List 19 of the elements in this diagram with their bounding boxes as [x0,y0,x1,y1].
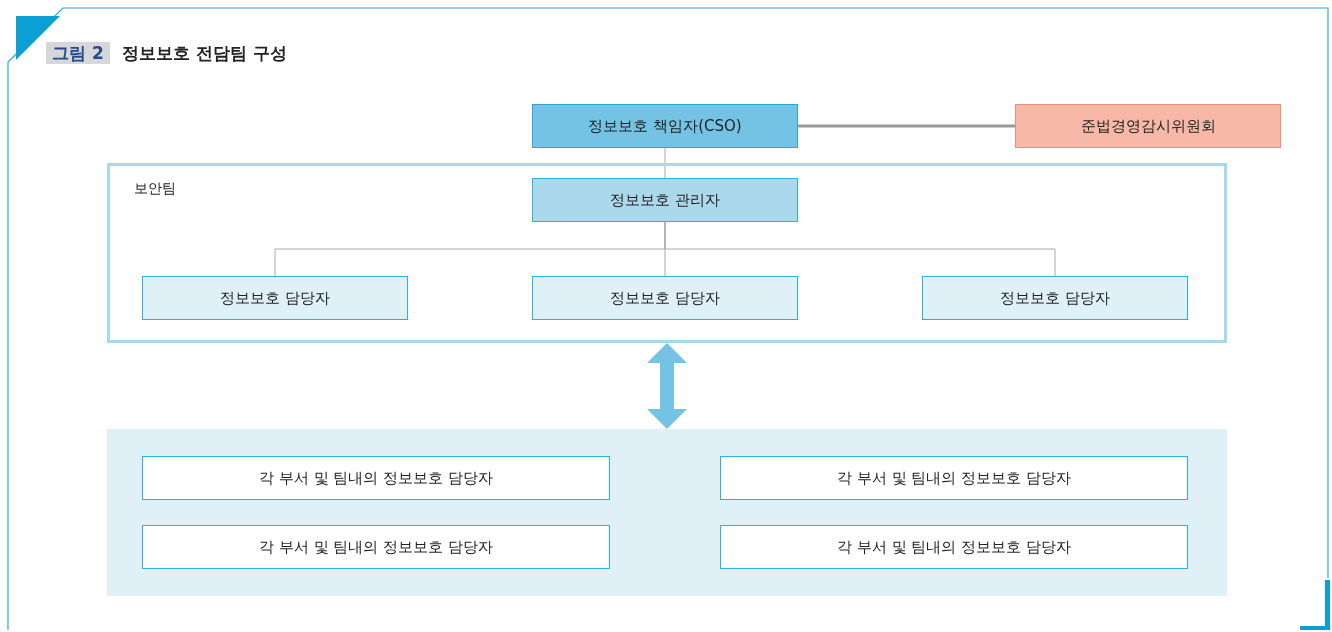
role-box: 정보보호 담당자 [142,276,408,320]
title: 정보보호 전담팀 구성 [122,42,287,64]
connector-line [798,124,1015,128]
role-box: 각 부서 및 팀내의 정보보호 담당자 [720,525,1188,569]
role-box: 각 부서 및 팀내의 정보보호 담당자 [142,456,610,500]
figure-number: 그림 2 [46,42,110,64]
role-box: 정보보호 책임자(CSO) [532,104,798,148]
connector-line [664,147,666,179]
role-box: 각 부서 및 팀내의 정보보호 담당자 [142,525,610,569]
connector-line [664,221,1056,277]
double-arrow [647,343,687,429]
committee-box: 준법경영감시위원회 [1015,104,1281,148]
role-box: 정보보호 담당자 [532,276,798,320]
team-group-box [107,163,1227,343]
role-box: 각 부서 및 팀내의 정보보호 담당자 [720,456,1188,500]
role-box: 정보보호 담당자 [922,276,1188,320]
group-label: 보안팀 [134,180,176,198]
department-panel [107,429,1227,596]
role-box: 정보보호 관리자 [532,178,798,222]
